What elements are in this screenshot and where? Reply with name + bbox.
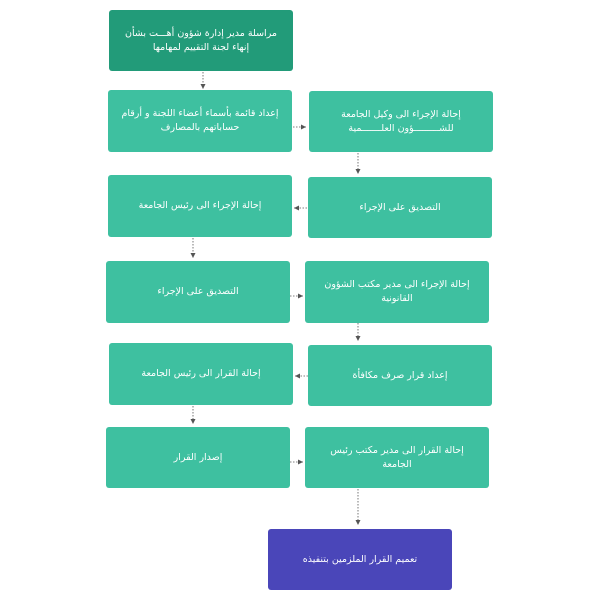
node-label: التصديق على الإجراء	[359, 201, 441, 213]
node-approve-procedure-1: التصديق على الإجراء	[308, 177, 492, 238]
node-label: إحالة الإجراء الى وكيل الجامعة للشــــــ…	[341, 108, 461, 134]
node-label: التصديق على الإجراء	[157, 286, 239, 297]
node-approve-procedure-2: التصديق على الإجراء	[106, 261, 290, 323]
node-label: إعداد قائمة بأسماء أعضاء اللجنة و أرقام …	[121, 108, 279, 133]
node-refer-president-1: إحالة الإجراء الى رئيس الجامعة	[108, 175, 292, 237]
node-label: إحالة الإجراء الى رئيس الجامعة	[138, 200, 262, 211]
node-notify-director: مراسلة مدير إدارة شؤون أهـــت بشأن إنهاء…	[109, 10, 293, 71]
node-circulate-decision: تعميم القرار الملزمين بتنفيذه	[268, 529, 452, 590]
node-label: إحالة الإجراء الى مدير مكتب الشؤون القان…	[324, 279, 470, 304]
node-label: إعداد قرار صرف مكافأة	[352, 369, 448, 381]
node-prepare-reward-decision: إعداد قرار صرف مكافأة	[308, 345, 492, 406]
node-label: إحالة القرار الى مدير مكتب رئيس الجامعة	[330, 444, 464, 470]
node-prepare-member-list: إعداد قائمة بأسماء أعضاء اللجنة و أرقام …	[108, 90, 292, 152]
node-label: إحالة القرار الى رئيس الجامعة	[141, 368, 261, 379]
node-refer-vice-president: إحالة الإجراء الى وكيل الجامعة للشــــــ…	[309, 91, 493, 152]
node-issue-decision: إصدار القرار	[106, 427, 290, 488]
node-refer-legal-office: إحالة الإجراء الى مدير مكتب الشؤون القان…	[305, 261, 489, 323]
node-label: مراسلة مدير إدارة شؤون أهـــت بشأن إنهاء…	[124, 27, 278, 53]
node-refer-president-2: إحالة القرار الى رئيس الجامعة	[109, 343, 293, 405]
node-label: إصدار القرار	[173, 451, 223, 463]
node-refer-president-office: إحالة القرار الى مدير مكتب رئيس الجامعة	[305, 427, 489, 488]
node-label: تعميم القرار الملزمين بتنفيذه	[302, 553, 418, 565]
